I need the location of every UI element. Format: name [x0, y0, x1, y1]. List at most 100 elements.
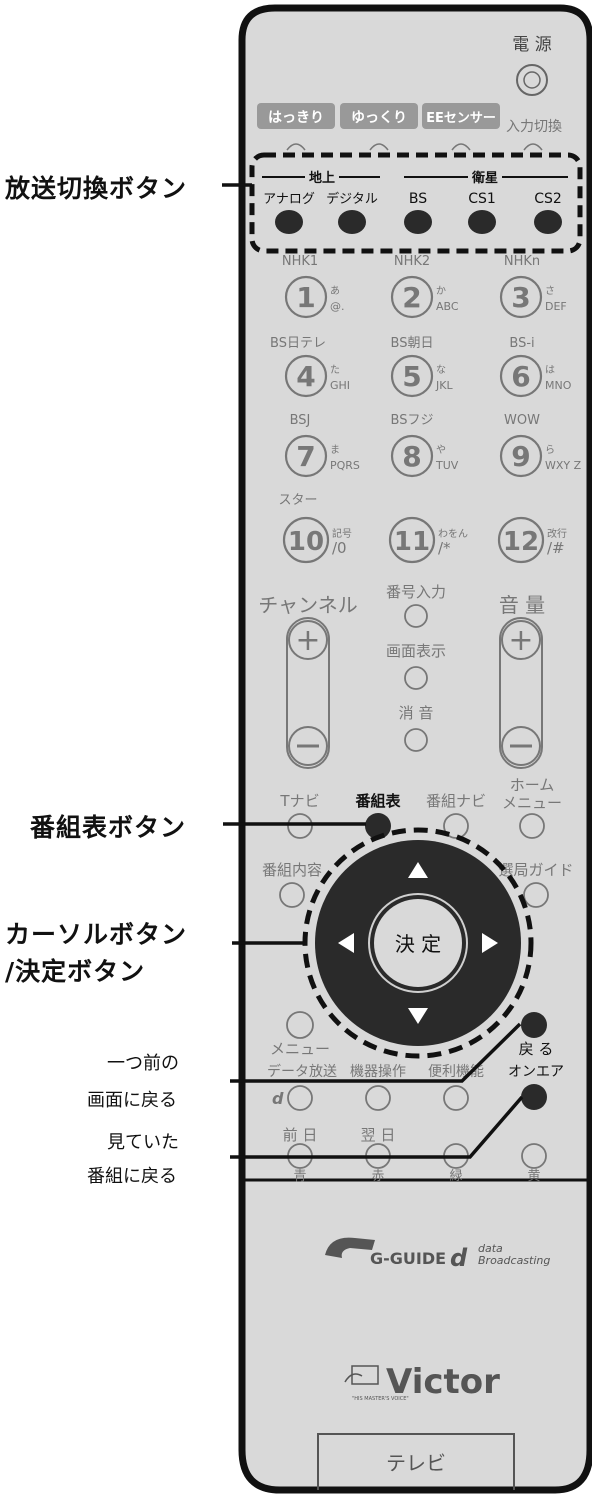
power-icon — [523, 71, 541, 89]
tnavi-button[interactable] — [287, 813, 313, 839]
menu-button[interactable] — [286, 1011, 314, 1039]
cs1-button[interactable] — [468, 210, 496, 234]
data-logo-1: data — [478, 1242, 503, 1255]
ch-label-bsj: BSJ — [290, 413, 311, 428]
data-broadcast-button[interactable] — [287, 1085, 313, 1111]
number-key-label: 11 — [394, 527, 430, 557]
power-button[interactable] — [516, 64, 548, 96]
program-content-button[interactable] — [279, 882, 305, 908]
number-key-kana: か — [436, 285, 446, 297]
number-key-7[interactable]: 7 ま PQRS — [284, 434, 360, 478]
number-key-kana: 改行 — [547, 527, 567, 540]
number-key-label: 1 — [296, 281, 315, 314]
number-key-label: 8 — [402, 440, 421, 473]
number-key-sub: /* — [438, 539, 451, 557]
number-input-button[interactable] — [404, 604, 428, 628]
channel-up-icon: + — [295, 623, 320, 658]
number-key-kana: ま — [330, 444, 340, 456]
onair-button[interactable] — [521, 1084, 547, 1110]
digital-button[interactable] — [338, 210, 366, 234]
hakkiri-label: はっきり — [268, 110, 324, 126]
analog-label: アナログ — [263, 192, 315, 207]
station-guide-button[interactable] — [523, 882, 549, 908]
green-label: 緑 — [449, 1169, 462, 1184]
number-key-2[interactable]: 2 か ABC — [390, 275, 459, 319]
broadcast-switch-highlight — [249, 152, 583, 254]
screen-display-label: 画面表示 — [386, 642, 446, 660]
number-key-sub: /0 — [332, 539, 347, 557]
number-key-kana: は — [545, 364, 555, 376]
brand-logo: Victor — [386, 1362, 500, 1402]
cursor-up-icon[interactable] — [408, 862, 428, 878]
mute-button[interactable] — [404, 728, 428, 752]
number-key-label: 9 — [511, 440, 530, 473]
analog-button[interactable] — [275, 210, 303, 234]
hakkiri-button[interactable] — [257, 103, 335, 129]
onair-label: オンエア — [508, 1064, 564, 1080]
input-switch-label: 入力切換 — [506, 119, 562, 135]
yukkuri-button[interactable] — [340, 103, 418, 129]
callout-program-guide: 番組表ボタン — [30, 813, 187, 842]
number-key-kana: ら — [545, 444, 555, 456]
cursor-left-icon[interactable] — [338, 933, 354, 953]
terrestrial-label: 地上 — [309, 170, 335, 186]
volume-rocker[interactable] — [499, 617, 543, 769]
number-key-kana: 記号 — [332, 527, 352, 540]
ch-label-bsasahi: BS朝日 — [391, 336, 434, 351]
number-key-label: 2 — [402, 281, 421, 314]
number-key-label: 7 — [296, 440, 315, 473]
callout-broadcast-switch: 放送切換ボタン — [5, 174, 188, 203]
volume-up-icon: + — [508, 623, 533, 658]
back-button[interactable] — [521, 1012, 547, 1038]
number-key-kana: あ — [330, 285, 340, 297]
ee-sensor-label: EEセンサー — [426, 111, 496, 126]
data-logo-icon: d — [450, 1244, 468, 1272]
bs-button[interactable] — [404, 210, 432, 234]
number-key-sub: DEF — [545, 300, 567, 313]
number-key-sub: ABC — [436, 300, 459, 313]
channel-rocker[interactable] — [286, 617, 330, 769]
cs2-button[interactable] — [534, 210, 562, 234]
digital-label: デジタル — [326, 191, 378, 207]
convenience-button[interactable] — [443, 1085, 469, 1111]
enter-button[interactable] — [374, 899, 462, 987]
yukkuri-label: ゆっくり — [351, 110, 407, 126]
home-menu-button[interactable] — [519, 813, 545, 839]
mute-label: 消 音 — [399, 704, 434, 722]
callout-onair-1: 見ていた — [107, 1132, 179, 1153]
cursor-down-icon[interactable] — [408, 1008, 428, 1024]
callout-back-1: 一つ前の — [107, 1053, 179, 1074]
device-control-button[interactable] — [365, 1085, 391, 1111]
program-guide-button[interactable] — [365, 813, 391, 839]
convenience-label: 便利機能 — [428, 1064, 484, 1080]
nipper-logo — [344, 1365, 379, 1385]
data-logo-2: Broadcasting — [478, 1254, 550, 1267]
ch-label-bsi: BS-i — [509, 336, 534, 351]
ch-label-nhk1: NHK1 — [282, 254, 318, 269]
callout-back-2: 画面に戻る — [87, 1090, 177, 1111]
screen-display-button[interactable] — [404, 666, 428, 690]
number-key-sub: PQRS — [330, 459, 360, 472]
tv-tab — [317, 1433, 515, 1490]
cursor-right-icon[interactable] — [482, 933, 498, 953]
number-key-sub: MNO — [545, 379, 572, 392]
program-navi-button[interactable] — [443, 813, 469, 839]
home-menu-label-1: ホーム — [510, 776, 555, 794]
yellow-button[interactable] — [521, 1143, 547, 1169]
ee-sensor-button[interactable] — [422, 103, 500, 129]
cs1-label: CS1 — [468, 191, 496, 207]
ch-label-wow: WOW — [504, 413, 540, 428]
gguide-logo-mark — [325, 1237, 375, 1258]
